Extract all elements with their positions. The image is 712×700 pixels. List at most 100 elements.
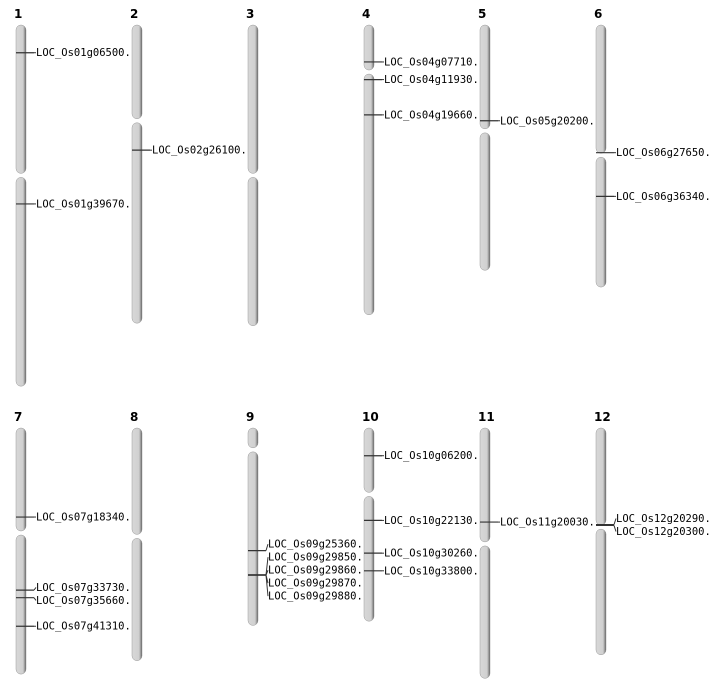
marker: LOC_Os04g07710.1 (364, 56, 485, 68)
marker-label: LOC_Os01g06500.1 (36, 47, 137, 59)
marker-label: LOC_Os04g11930.1 (384, 74, 485, 86)
marker-connector (33, 597, 37, 601)
marker: LOC_Os05g20200.1 (480, 115, 601, 127)
chromosome-arm-short (15, 24, 27, 174)
marker-label: LOC_Os09g25360.1 (268, 539, 369, 551)
marker-label: LOC_Os02g26100.1 (152, 145, 253, 157)
marker-label: LOC_Os12g20290.1 (616, 513, 712, 525)
chromosome-arm-long (15, 534, 27, 675)
marker-connector (265, 574, 269, 597)
marker-label: LOC_Os06g27650.1 (616, 147, 712, 159)
chromosome-arm-short (479, 427, 491, 543)
chromosome-arm-long (247, 177, 259, 326)
marker: LOC_Os09g25360.1 (248, 539, 369, 552)
marker-label: LOC_Os06g36340.1 (616, 191, 712, 203)
marker: LOC_Os07g33730.1 (16, 582, 137, 594)
chromosome-7: 7LOC_Os07g18340.1LOC_Os07g33730.1LOC_Os0… (14, 410, 137, 675)
chromosome-number: 1 (14, 7, 22, 21)
marker-connector (265, 569, 269, 576)
chromosome-arm-short (247, 427, 259, 449)
chromosome-number: 8 (130, 410, 138, 424)
chromosome-arm-long (595, 528, 607, 656)
marker: LOC_Os07g18340.1 (16, 512, 137, 524)
chromosome-arm-long (247, 451, 259, 626)
chromosome-9: 9LOC_Os09g25360.1LOC_Os09g29850.1LOC_Os0… (246, 410, 369, 626)
chromosome-arm-short (131, 24, 143, 120)
marker-label: LOC_Os10g22130.1 (384, 515, 485, 527)
chromosome-arm-short (595, 427, 607, 526)
marker: LOC_Os10g22130.1 (364, 515, 485, 527)
marker: LOC_Os12g20300.1 (596, 524, 712, 538)
marker-label: LOC_Os10g06200.1 (384, 450, 485, 462)
marker-connector (613, 518, 617, 525)
chromosome-arm-long (363, 496, 375, 622)
marker: LOC_Os04g11930.1 (364, 74, 485, 86)
marker: LOC_Os10g33800.1 (364, 565, 485, 577)
marker: LOC_Os06g36340.1 (596, 191, 712, 203)
chromosome-arm-long (131, 122, 143, 324)
marker: LOC_Os07g35660.1 (16, 595, 137, 607)
chromosome-8: 8 (130, 410, 143, 661)
marker: LOC_Os09g29880.1 (248, 574, 369, 603)
chromosome-arm-short (363, 24, 375, 71)
chromosome-arm-short (131, 427, 143, 535)
marker-label: LOC_Os12g20300.1 (616, 526, 712, 538)
marker-connector (613, 525, 617, 532)
marker-label: LOC_Os10g30260.1 (384, 548, 485, 560)
marker-label: LOC_Os09g29860.1 (268, 565, 369, 577)
chromosome-number: 11 (478, 410, 495, 424)
marker-label: LOC_Os07g35660.1 (36, 595, 137, 607)
marker: LOC_Os01g06500.1 (16, 47, 137, 59)
chromosome-arm-long (15, 177, 27, 387)
marker-label: LOC_Os05g20200.1 (500, 115, 601, 127)
chromosome-arm-short (15, 427, 27, 532)
chromosome-number: 4 (362, 7, 370, 21)
chromosome-number: 9 (246, 410, 254, 424)
marker-label: LOC_Os07g18340.1 (36, 512, 137, 524)
chromosome-number: 10 (362, 410, 379, 424)
marker-connector (33, 587, 37, 591)
marker: LOC_Os01g39670.1 (16, 198, 137, 210)
marker-connector (265, 557, 269, 576)
marker: LOC_Os06g27650.1 (596, 147, 712, 159)
chromosome-arm-short (247, 24, 259, 174)
chromosome-arm-short (595, 24, 607, 154)
chromosome-10: 10LOC_Os10g06200.1LOC_Os10g22130.1LOC_Os… (362, 410, 485, 622)
marker-label: LOC_Os07g33730.1 (36, 582, 137, 594)
marker-label: LOC_Os07g41310.1 (36, 621, 137, 633)
marker-label: LOC_Os04g19660.1 (384, 109, 485, 121)
marker-label: LOC_Os01g39670.1 (36, 198, 137, 210)
marker-connector (265, 543, 269, 551)
chromosome-number: 6 (594, 7, 602, 21)
chromosome-4: 4LOC_Os04g07710.1LOC_Os04g11930.1LOC_Os0… (362, 7, 485, 316)
chromosome-arm-long (595, 156, 607, 288)
marker-label: LOC_Os09g29850.1 (268, 552, 369, 564)
marker: LOC_Os12g20290.1 (596, 513, 712, 526)
chromosome-arm-short (363, 427, 375, 493)
chromosome-3: 3 (246, 7, 259, 326)
marker-label: LOC_Os09g29870.1 (268, 578, 369, 590)
chromosome-number: 2 (130, 7, 138, 21)
marker: LOC_Os10g06200.1 (364, 450, 485, 462)
marker: LOC_Os10g30260.1 (364, 548, 485, 560)
marker: LOC_Os02g26100.1 (132, 145, 253, 157)
marker: LOC_Os11g20030.1 (480, 517, 601, 529)
marker-label: LOC_Os10g33800.1 (384, 565, 485, 577)
chromosome-arm-short (479, 24, 491, 130)
chromosome-number: 7 (14, 410, 22, 424)
chromosome-number: 5 (478, 7, 486, 21)
chromosome-number: 12 (594, 410, 611, 424)
chromosome-number: 3 (246, 7, 254, 21)
chromosome-arm-long (131, 538, 143, 661)
chromosome-arm-long (363, 73, 375, 316)
marker: LOC_Os04g19660.1 (364, 109, 485, 121)
chromosome-arm-long (479, 132, 491, 271)
marker-label: LOC_Os09g29880.1 (268, 591, 369, 603)
